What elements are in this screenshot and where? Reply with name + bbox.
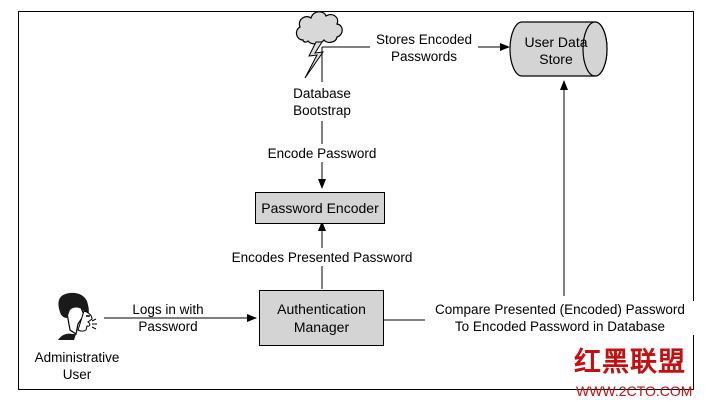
person-head-icon [58,292,97,340]
logs-in-label: Logs in with Password [118,301,218,335]
authentication-manager-line2: Manager [293,319,350,335]
password-encoder-label: Password Encoder [261,200,379,216]
database-bootstrap-line2: Bootstrap [293,103,351,118]
authentication-manager-line1: Authentication [277,301,366,317]
user-data-store-cylinder [509,21,608,77]
password-encoder-box: Password Encoder [255,192,385,224]
encodes-presented-label: Encodes Presented Password [217,249,427,266]
encode-password-text: Encode Password [267,146,377,161]
watermark-url: WWW.2CTO.COM [576,383,693,399]
administrative-user-line2: User [62,367,92,382]
user-data-store-line2: Store [539,51,573,67]
compare-label: Compare Presented (Encoded) Password To … [425,301,695,335]
compare-line2: To Encoded Password in Database [454,319,666,334]
user-data-store-label: User Data Store [508,34,604,68]
compare-line1: Compare Presented (Encoded) Password [435,302,685,317]
stores-encoded-label: Stores Encoded Passwords [368,31,480,65]
diagram-frame [18,11,694,390]
stores-encoded-line1: Stores Encoded [375,32,473,47]
administrative-user-line1: Administrative [34,350,120,365]
watermark-chinese-logo: 红黑联盟 [574,347,686,378]
logs-in-line1: Logs in with [132,302,204,317]
encodes-presented-text: Encodes Presented Password [231,250,413,265]
database-bootstrap-line1: Database [293,86,351,101]
database-bootstrap-label: Database Bootstrap [272,85,372,119]
logs-in-line2: Password [138,319,198,334]
stores-encoded-line2: Passwords [390,49,458,64]
administrative-user-label: Administrative User [22,349,132,383]
authentication-manager-box: Authentication Manager [259,290,384,346]
user-data-store-line1: User Data [524,34,588,50]
cloud-lightning-icon [295,11,343,79]
encode-password-label: Encode Password [247,145,397,162]
